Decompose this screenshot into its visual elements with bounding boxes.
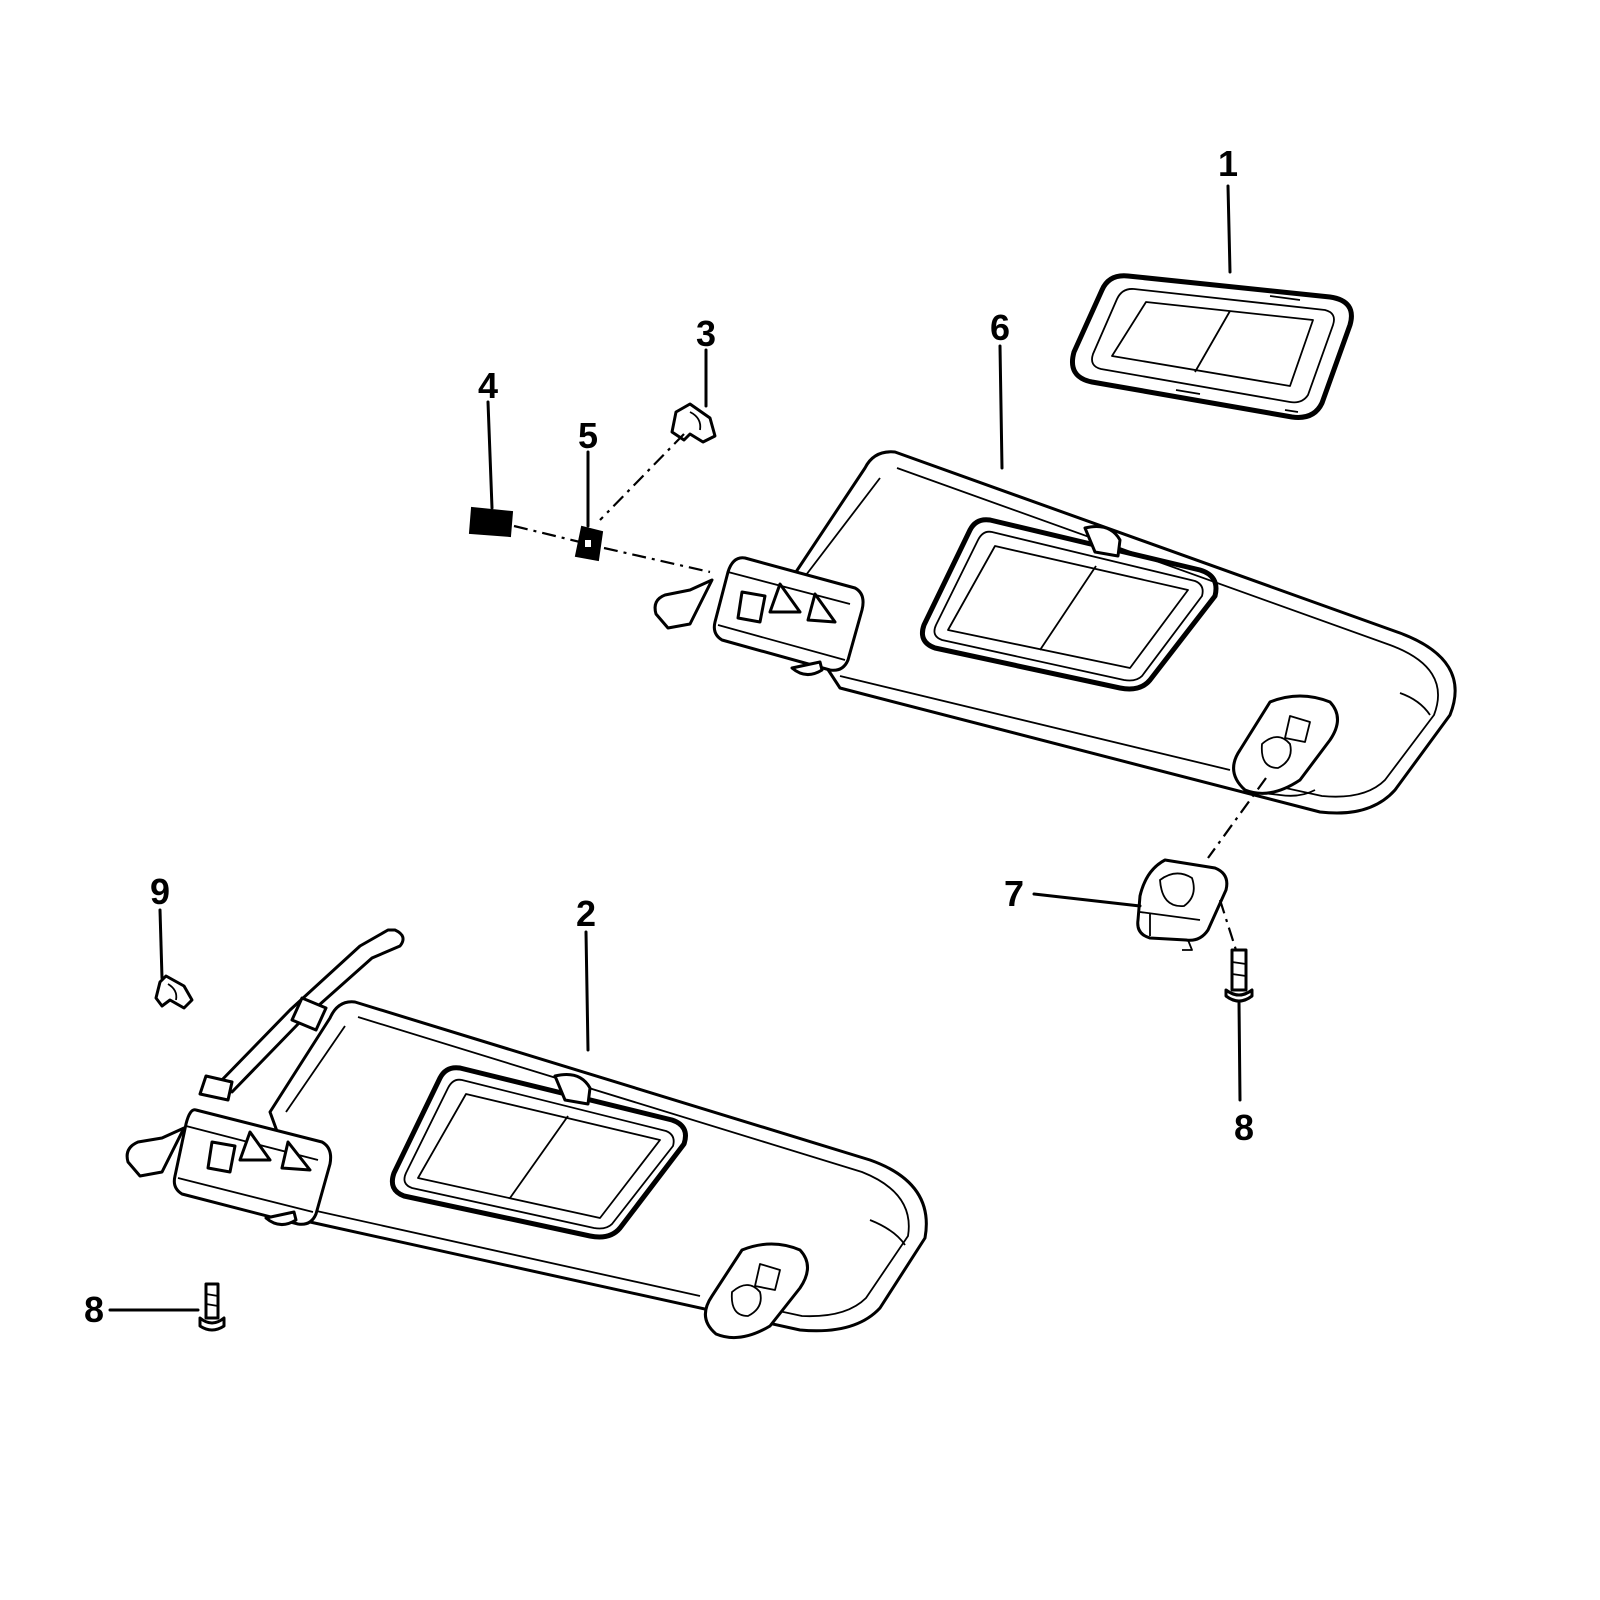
callout-5: 5 [578,415,598,456]
part-7-retainer [1136,858,1229,951]
callout-3: 3 [696,313,716,354]
part-1-vanity-mirror [1070,273,1354,420]
part-5-pad-small [574,525,604,562]
part-9-clip [154,974,194,1010]
part-8-screw-right [1224,948,1254,1003]
callout-labels: 1 6 3 4 5 7 8 2 9 8 [84,143,1254,1330]
assembly-line-6-7 [1207,777,1267,859]
callout-7: 7 [1004,873,1024,914]
callout-6: 6 [990,307,1010,348]
part-6-sun-visor-upper [653,450,1457,815]
leader-8-right [1237,1000,1242,1102]
part-8-screw-left [198,1282,226,1332]
part-2-sun-visor-lower [125,928,928,1340]
assembly-lines [513,433,1267,951]
callout-8-right: 8 [1234,1107,1254,1148]
assembly-line-4-5-6 [513,524,711,574]
callout-1: 1 [1218,143,1238,184]
assembly-line-7-8 [1218,899,1238,951]
leader-9 [158,908,164,980]
leader-2 [584,930,590,1052]
assembly-line-3-5 [599,433,685,521]
leader-7 [1032,892,1142,908]
part-3-clip [670,402,717,444]
callout-2: 2 [576,893,596,934]
callout-8-left: 8 [84,1289,104,1330]
leader-1 [1226,184,1232,274]
callout-9: 9 [150,871,170,912]
callout-4: 4 [478,365,498,406]
leader-4 [486,400,494,510]
part-4-pad [468,506,514,538]
leader-6 [998,344,1004,470]
leader-lines [108,184,1242,1312]
